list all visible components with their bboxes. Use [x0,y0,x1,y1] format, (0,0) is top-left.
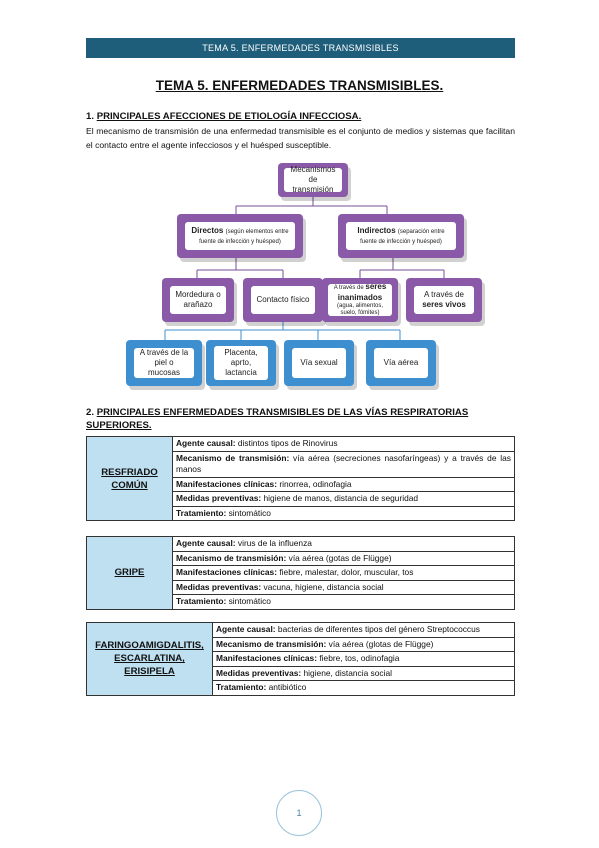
diagram-airborne-label: Vía aérea [383,358,419,367]
diagram-inanimate-note: (agua, alimentos, suelo, fómites) [336,302,384,317]
table-cell: Manifestaciones clínicas: rinorrea, odin… [172,476,515,492]
diagram-sexual-label: Vía sexual [300,358,338,367]
running-header: TEMA 5. ENFERMEDADES TRANSMISIBLES [86,38,515,58]
table-row: FARINGOAMIGDALITIS, ESCARLATINA, ERISIPE… [86,622,515,696]
table-row: Mecanismo de transmisión: vía aérea (sec… [87,450,515,478]
table-cell: Medidas preventivas: vacuna, higiene, di… [172,579,515,595]
diagram-indirect-note: (separación entre fuente de infección y … [360,228,445,246]
diagram-direct-note: (según elementos entre fuente de infecci… [199,228,289,246]
diagram-direct-node: Directos (según elementos entre fuente d… [177,214,303,258]
section-2-heading: 2. PRINCIPALES ENFERMEDADES TRANSMISIBLE… [86,406,515,432]
section-1-number: 1. [86,111,95,122]
running-header-text: TEMA 5. ENFERMEDADES TRANSMISIBLES [202,43,399,53]
diagram-placenta-label: Placenta, aprto, lactancia [224,348,258,377]
table-cell: Agente causal: distintos tipos de Rinovi… [172,436,515,452]
diagram-living-node: A través de seres vivos [406,278,482,322]
section-2-title-line1: PRINCIPALES ENFERMEDADES TRANSMISIBLES D… [96,407,469,418]
diagram-indirect-title: Indirectos [357,225,396,235]
table-cell: Mecanismo de transmisión: vía aérea (sec… [172,450,515,478]
diagram-sexual-node: Vía sexual [284,340,354,386]
table-row: GRIPE Agente causal: virus de la influen… [86,536,515,610]
table-row: RESFRIADO COMÚN Agente causal: distintos… [86,436,515,521]
page-number: 1 [276,790,322,836]
diagram-indirect-node: Indirectos (separación entre fuente de i… [338,214,464,258]
table-row: Tratamiento: sintomático [87,505,515,521]
table-cell: Manifestaciones clínicas: fiebre, malest… [172,565,515,581]
table-cell: Agente causal: bacterias de diferentes t… [212,622,515,638]
diagram-skin-node: A través de la piel o mucosas [126,340,202,386]
table-cell: Agente causal: virus de la influenza [172,536,515,552]
section-1-title: PRINCIPALES AFECCIONES DE ETIOLOGÍA INFE… [96,111,362,122]
diagram-root-node: Mecanismos de transmisión [278,163,348,197]
table-cell: Medidas preventivas: higiene de manos, d… [172,491,515,507]
disease-name: RESFRIADO COMÚN [86,436,173,521]
diagram-physical-contact-label: Contacto físico [256,295,310,304]
diagram-physical-contact-node: Contacto físico [243,278,323,322]
section-1-paragraph: El mecanismo de transmisión de una enfer… [86,126,515,150]
disease-table-strep: FARINGOAMIGDALITIS, ESCARLATINA, ERISIPE… [86,622,515,696]
diagram-living-bold: seres vivos [422,300,466,309]
section-1-heading: 1. PRINCIPALES AFECCIONES DE ETIOLOGÍA I… [86,111,361,122]
table-cell: Mecanismo de transmisión: vía aérea (glo… [212,636,515,652]
diagram-inanimate-prefix: A través de [333,285,366,292]
section-2-number: 2. [86,407,95,418]
disease-table-common-cold: RESFRIADO COMÚN Agente causal: distintos… [86,436,515,521]
page-title: TEMA 5. ENFERMEDADES TRANSMISIBLES. [155,78,444,93]
table-cell: Manifestaciones clínicas: fiebre, tos, o… [212,651,515,667]
table-cell: Tratamiento: sintomático [172,505,515,521]
diagram-airborne-node: Vía aérea [366,340,436,386]
diagram-direct-title: Directos [191,225,224,235]
table-row: Tratamiento: sintomático [87,594,515,610]
diagram-inanimate-bold: seres inanimados [337,282,387,302]
page-number-text: 1 [296,808,302,818]
table-cell: Mecanismo de transmisión: vía aérea (got… [172,550,515,566]
section-2-title-line2: SUPERIORES. [86,420,152,431]
table-cell: Tratamiento: antibiótico [212,680,515,696]
disease-name: FARINGOAMIGDALITIS, ESCARLATINA, ERISIPE… [86,622,213,696]
disease-name: GRIPE [86,536,173,610]
diagram-root-label: Mecanismos de transmisión [290,165,336,194]
diagram-skin-label: A través de la piel o mucosas [139,348,189,377]
disease-table-flu: GRIPE Agente causal: virus de la influen… [86,536,515,610]
table-row: Tratamiento: antibiótico [87,680,515,696]
diagram-living-prefix: A través de [423,290,465,299]
table-cell: Tratamiento: sintomático [172,594,515,610]
diagram-bite-node: Mordedura o arañazo [162,278,234,322]
diagram-placenta-node: Placenta, aprto, lactancia [206,340,276,386]
diagram-bite-label: Mordedura o arañazo [175,290,221,309]
table-cell: Medidas preventivas: higiene, distancia … [212,665,515,681]
diagram-inanimate-node: A través de seres inanimados (agua, alim… [322,278,398,322]
